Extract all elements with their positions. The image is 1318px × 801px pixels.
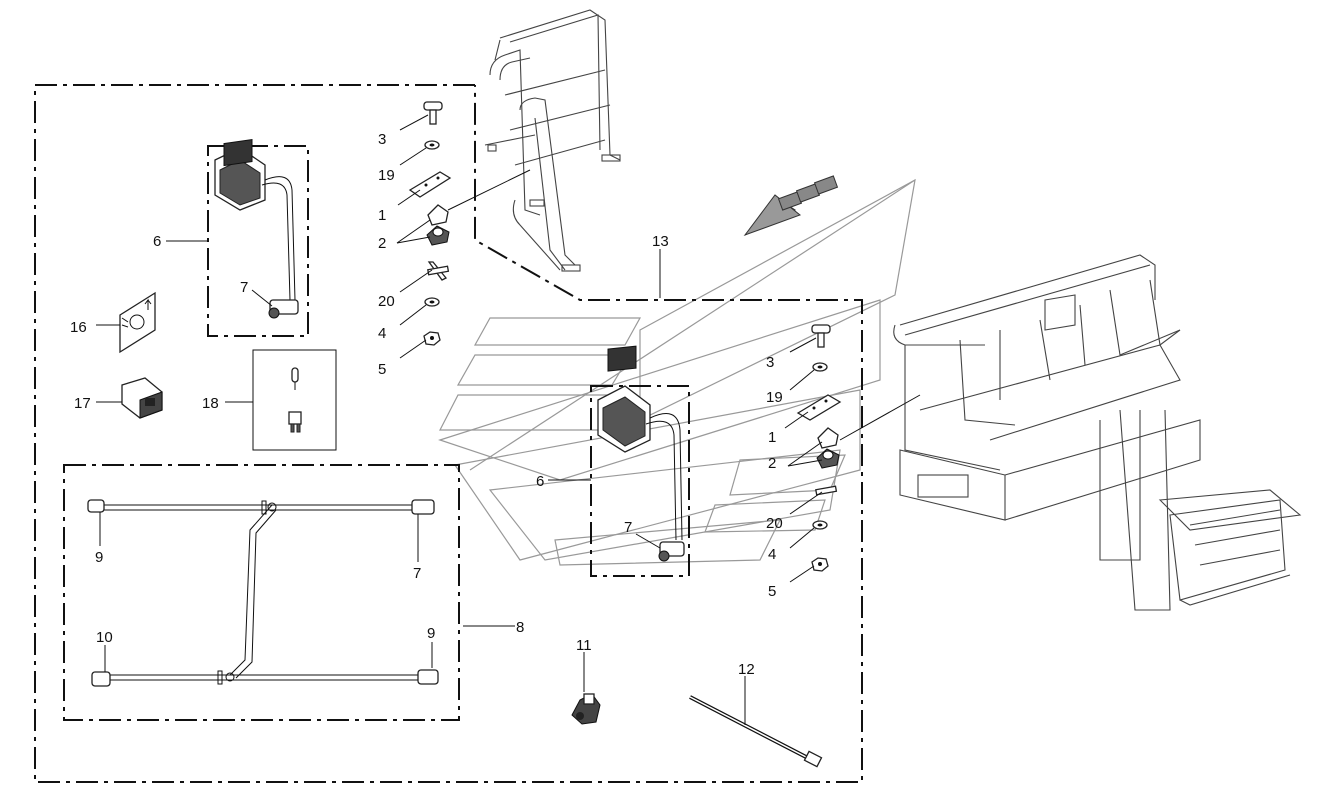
callout-9-a: 9 xyxy=(95,549,103,566)
callout-8: 8 xyxy=(516,619,524,636)
callout-2-right: 2 xyxy=(768,455,776,472)
callout-6-left: 6 xyxy=(153,233,161,250)
callout-4-right: 4 xyxy=(768,546,776,563)
fuse-box-18 xyxy=(252,349,337,451)
callout-19-left: 19 xyxy=(378,167,395,184)
callout-4-left: 4 xyxy=(378,325,386,342)
callout-2-left: 2 xyxy=(378,235,386,252)
direction-arrow-icon xyxy=(743,175,839,237)
callout-7-left: 7 xyxy=(240,279,248,296)
callout-20-left: 20 xyxy=(378,293,395,310)
callout-10: 10 xyxy=(96,629,113,646)
work-lamp-icon xyxy=(214,139,299,319)
hardware-stack-left xyxy=(408,101,531,346)
harness-box-8 xyxy=(63,464,460,721)
callout-13: 13 xyxy=(652,233,669,250)
callout-16: 16 xyxy=(70,319,87,336)
callout-11: 11 xyxy=(576,637,592,654)
callout-19-right: 19 xyxy=(766,389,783,406)
callout-5-right: 5 xyxy=(768,583,776,600)
kit-box-6-right xyxy=(590,345,690,577)
work-lamp-icon xyxy=(597,345,685,562)
hardware-stack-right xyxy=(796,324,921,572)
fuse-icon xyxy=(288,411,302,433)
assembly-boundary xyxy=(34,84,863,783)
callout-17: 17 xyxy=(74,395,91,412)
callout-7-right: 7 xyxy=(624,519,632,536)
light-switch-symbol-icon xyxy=(119,291,156,354)
kit-box-6-left xyxy=(207,139,309,337)
wiring-harness xyxy=(100,500,430,685)
connector-icon xyxy=(87,499,439,687)
platform-icon xyxy=(893,254,1302,611)
bulb-icon xyxy=(291,367,299,390)
callout-20-right: 20 xyxy=(766,515,783,532)
machine-outline xyxy=(438,178,916,566)
callout-9-b: 9 xyxy=(427,625,435,642)
callout-5-left: 5 xyxy=(378,361,386,378)
callout-1-left: 1 xyxy=(378,207,386,224)
cable-tie-icon xyxy=(689,695,823,768)
relay-icon xyxy=(121,377,163,419)
connector-icon xyxy=(571,693,601,725)
callout-3-right: 3 xyxy=(766,354,774,371)
callout-7-harness: 7 xyxy=(413,565,421,582)
callout-3-left: 3 xyxy=(378,131,386,148)
callout-1-right: 1 xyxy=(768,429,776,446)
callout-labels: 3 19 1 2 20 4 5 6 7 16 17 18 9 7 10 9 8 … xyxy=(70,131,783,678)
leader-lines xyxy=(96,114,823,725)
handrail-icon xyxy=(484,9,621,272)
callout-12: 12 xyxy=(738,661,755,678)
callout-6-right: 6 xyxy=(536,473,544,490)
callout-18: 18 xyxy=(202,395,219,412)
